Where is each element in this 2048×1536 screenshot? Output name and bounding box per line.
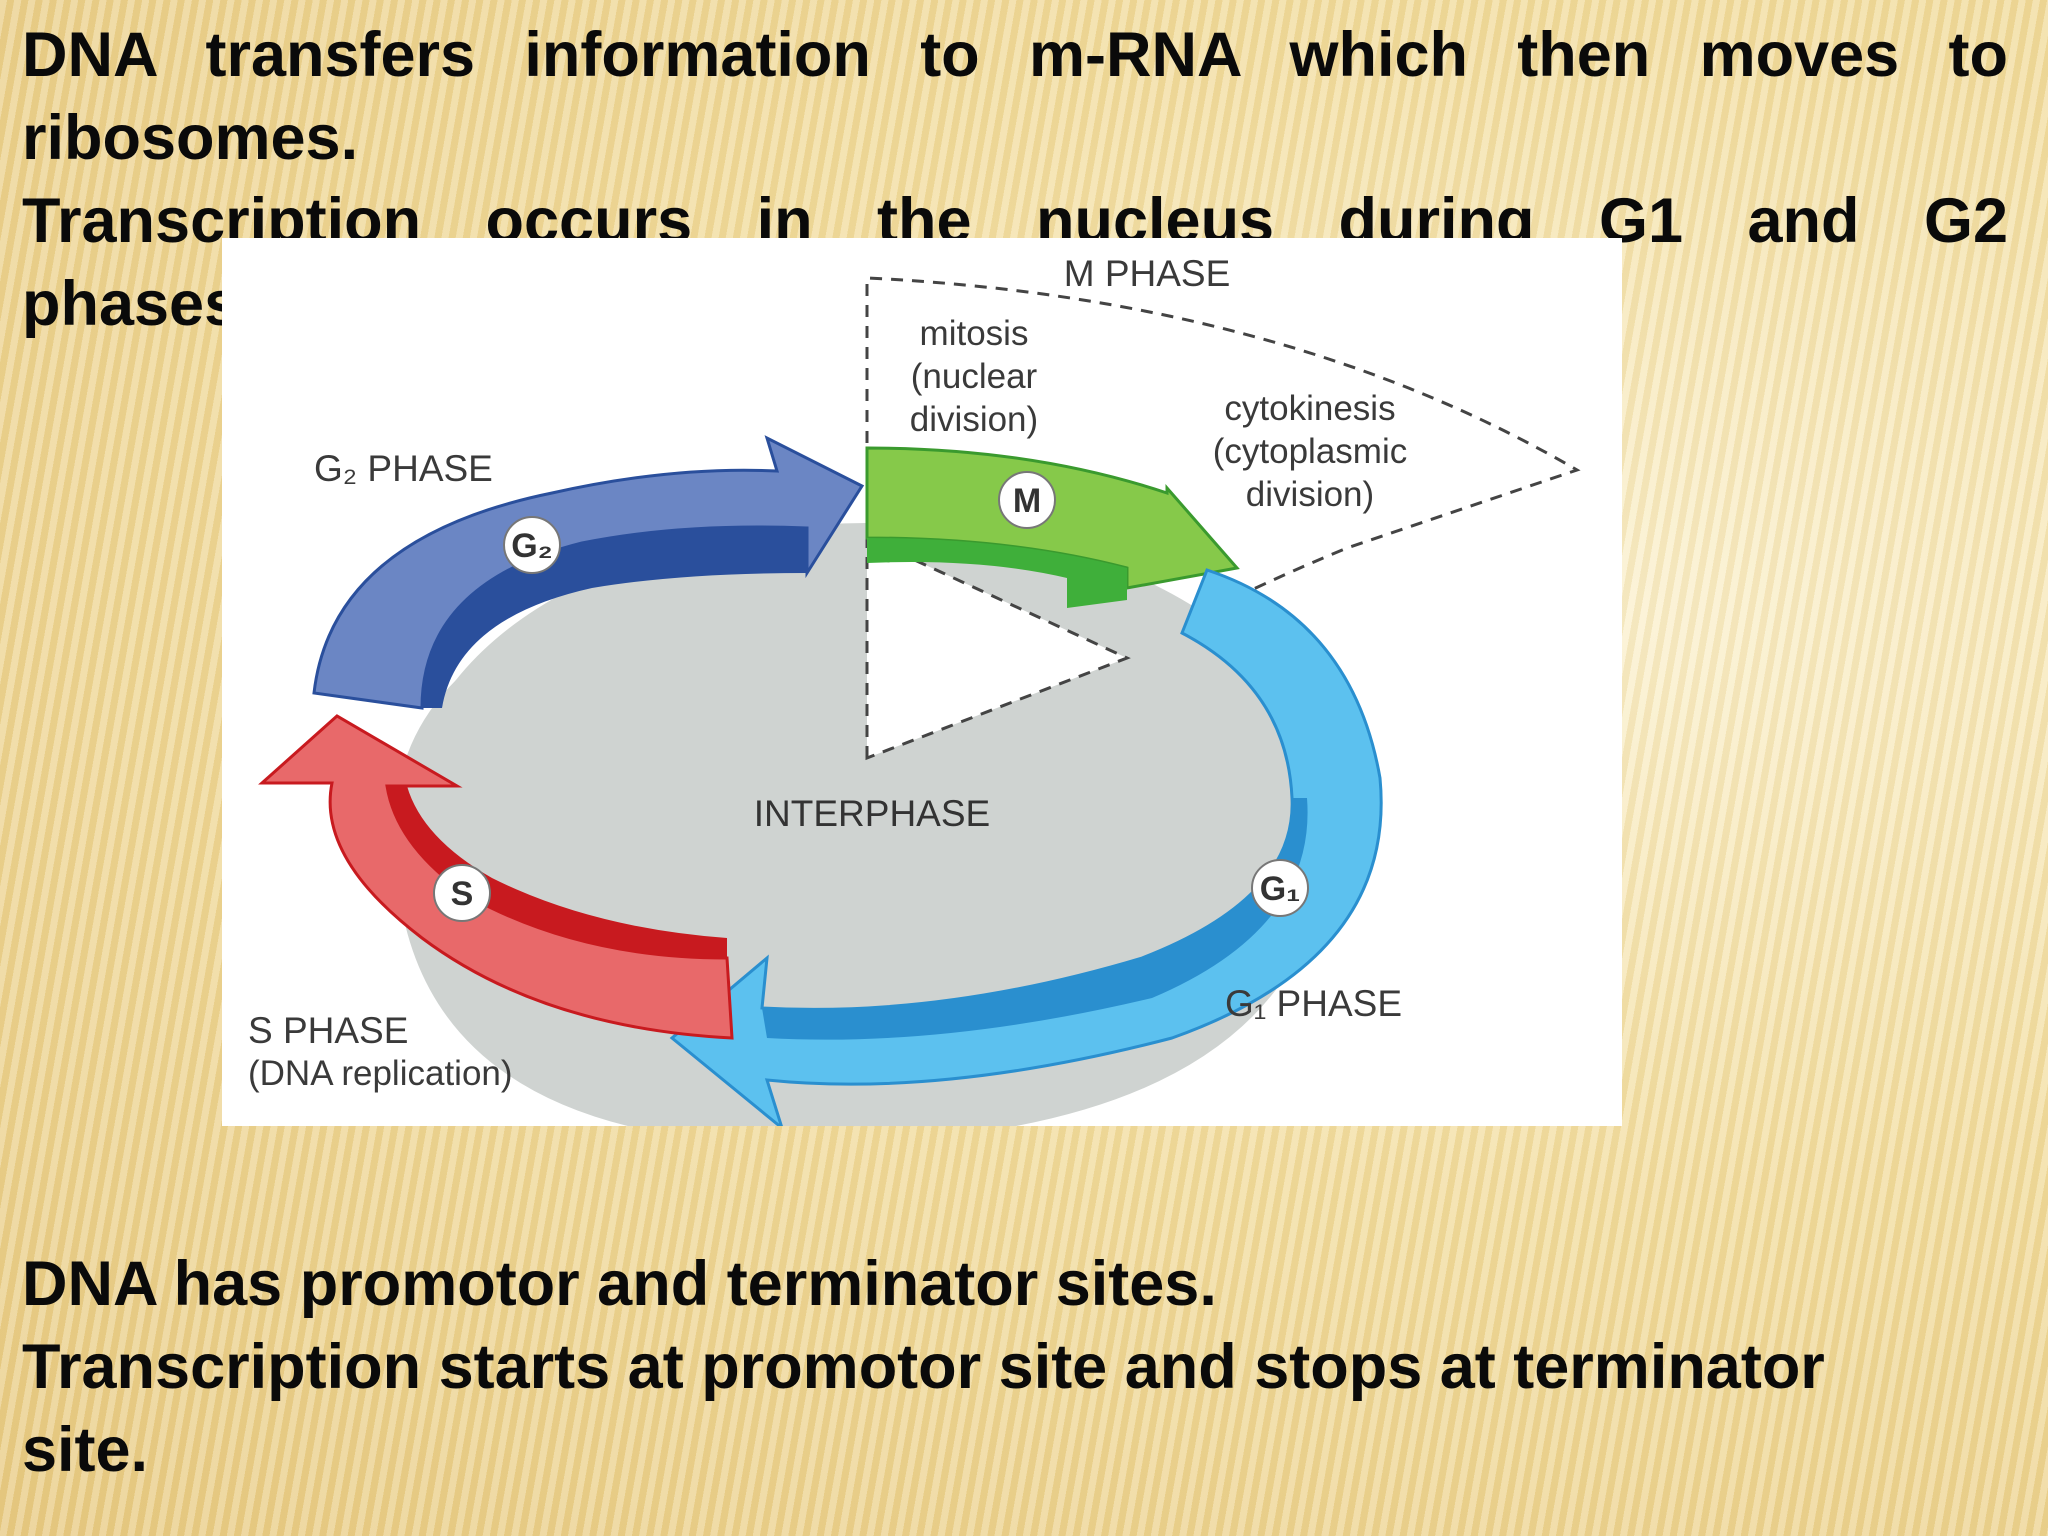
- mitosis-label-2: (nuclear: [911, 357, 1038, 396]
- g2-arrow-shade: [422, 527, 807, 708]
- g2-phase-label: G₂ PHASE: [314, 448, 493, 489]
- s-phase-sublabel: (DNA replication): [248, 1054, 513, 1093]
- bottom-text-line-1: DNA has promotor and terminator sites.: [22, 1249, 1217, 1319]
- badge-m: M: [998, 471, 1056, 529]
- top-text-line-2: ribosomes.: [22, 103, 359, 173]
- g1-arrow: [669, 568, 1383, 1126]
- badge-g2: G₂: [503, 516, 561, 574]
- svg-text:M: M: [1013, 482, 1041, 520]
- svg-text:G₁: G₁: [1260, 870, 1301, 908]
- top-text-block: DNA transfers information to m-RNA which…: [22, 14, 2008, 346]
- svg-text:G₂: G₂: [511, 527, 553, 565]
- top-text-line-1: DNA transfers information to m-RNA which…: [22, 20, 2008, 90]
- bottom-text-line-2: Transcription starts at promotor site an…: [22, 1332, 1825, 1402]
- cell-cycle-svg: M G₂ G₁ S M PHASE mitosis (nuclear divis…: [248, 253, 1581, 1126]
- g1-phase-label: G₁ PHASE: [1225, 983, 1402, 1024]
- mitosis-label-1: mitosis: [920, 314, 1029, 353]
- cell-cycle-diagram: M G₂ G₁ S M PHASE mitosis (nuclear divis…: [222, 238, 1622, 1126]
- badge-g1: G₁: [1251, 859, 1309, 917]
- top-text-line-4: phases: [22, 269, 240, 339]
- mitosis-label-3: division): [910, 400, 1038, 439]
- m-arrow-shade: [867, 538, 1127, 608]
- m-phase-cutout: [865, 535, 1131, 761]
- g1-arrow-shade: [762, 798, 1308, 1040]
- cytokinesis-label-1: cytokinesis: [1224, 389, 1395, 428]
- cytokinesis-label-2: (cytoplasmic: [1213, 432, 1407, 471]
- s-phase-label: S PHASE: [248, 1010, 408, 1051]
- badge-s: S: [433, 864, 491, 922]
- svg-text:S: S: [451, 875, 474, 913]
- cytokinesis-label-3: division): [1246, 475, 1374, 514]
- interphase-label: INTERPHASE: [754, 793, 990, 834]
- bottom-text-line-3: site.: [22, 1415, 149, 1485]
- m-phase-label: M PHASE: [1064, 253, 1231, 294]
- bottom-text-block: DNA has promotor and terminator sites. T…: [22, 1243, 2008, 1492]
